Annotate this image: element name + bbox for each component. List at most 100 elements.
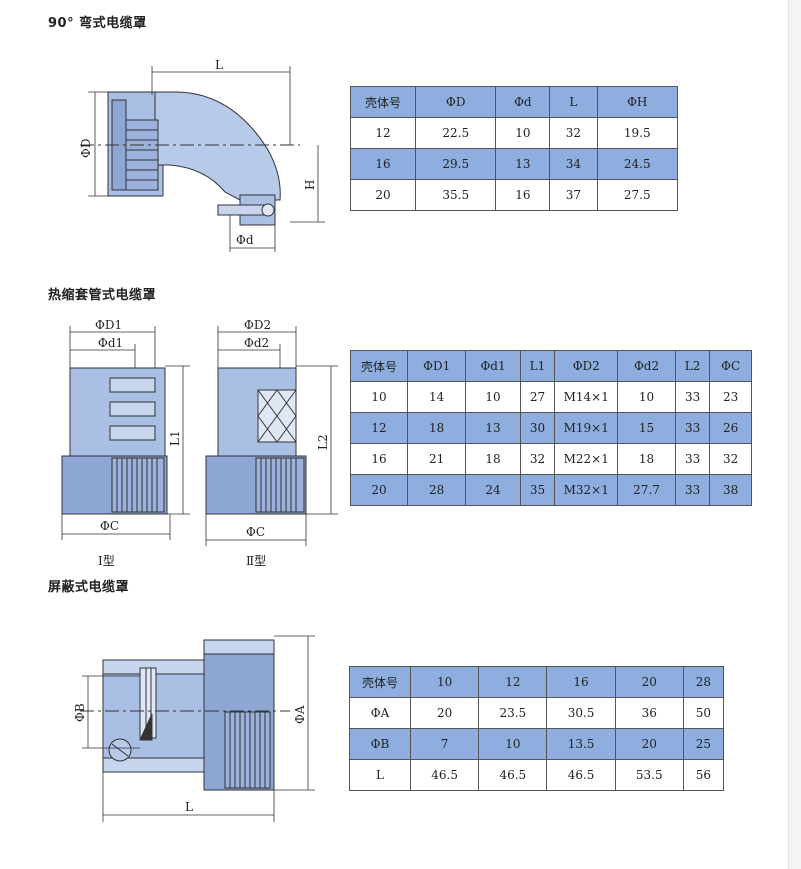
table-cell: 27 [519, 381, 556, 413]
table-cell: M22×1 [554, 443, 619, 475]
table-cell: 12 [350, 117, 416, 149]
elbow-dim-H: H [303, 180, 317, 190]
dim-A: ΦA [293, 705, 307, 724]
table-cell: 16 [546, 666, 616, 698]
table-cell: 33 [674, 412, 711, 444]
table-cell: 46.5 [409, 759, 480, 791]
table-header-cell: L [549, 86, 598, 118]
table-cell: 20 [614, 666, 684, 698]
table-cell: 16 [350, 443, 408, 475]
table-cell: 20 [614, 728, 684, 760]
table-cell: 38 [709, 474, 752, 506]
table-header-cell: ΦD1 [406, 350, 467, 382]
dim-D1: ΦD1 [95, 318, 122, 332]
table-header-cell: 壳体号 [349, 666, 411, 698]
table-cell: 56 [682, 759, 725, 791]
elbow-dim-D: ΦD [79, 139, 93, 158]
table-cell: 10 [465, 381, 521, 413]
table-row: ΦB 7 10 13.5 20 25 [349, 728, 725, 760]
heatshrink-table: 壳体号 ΦD1 Φd1 L1 ΦD2 Φd2 L2 ΦC 10 14 10 27… [350, 350, 752, 506]
table-cell: 50 [682, 697, 725, 729]
table-cell: 19.5 [596, 117, 679, 149]
table-cell: 21 [406, 443, 467, 475]
elbow-table: 壳体号 ΦD Φd L ΦH 12 22.5 10 32 19.5 16 29.… [350, 86, 679, 211]
table-cell: 27.5 [596, 179, 679, 211]
table-cell: M32×1 [554, 474, 619, 506]
table-cell: 15 [617, 412, 676, 444]
table-header-cell: L2 [674, 350, 711, 382]
table-cell: 20 [350, 179, 416, 211]
elbow-dim-d: Φd [236, 233, 254, 247]
table-cell: 18 [617, 443, 676, 475]
dim-D2: ΦD2 [244, 318, 271, 332]
table-cell: 33 [674, 474, 711, 506]
table-cell: 53.5 [614, 759, 684, 791]
table-header-cell: ΦC [709, 350, 752, 382]
table-cell: M19×1 [554, 412, 619, 444]
table-cell: 32 [709, 443, 752, 475]
table-row: 20 28 24 35 M32×1 27.7 33 38 [350, 474, 752, 506]
table-cell: 24.5 [596, 148, 679, 180]
table-cell: 10 [409, 666, 480, 698]
table-cell: 28 [406, 474, 467, 506]
table-cell: 13 [465, 412, 521, 444]
table-row: 20 35.5 16 37 27.5 [350, 179, 679, 211]
table-header-cell: L [349, 759, 411, 791]
table-header-cell: L1 [519, 350, 556, 382]
table-header-cell: ΦH [596, 86, 679, 118]
table-header-cell: Φd1 [465, 350, 521, 382]
table-cell: 23.5 [478, 697, 548, 729]
table-row: L 46.5 46.5 46.5 53.5 56 [349, 759, 725, 791]
table-cell: 13.5 [546, 728, 616, 760]
table-header-cell: ΦA [349, 697, 411, 729]
table-cell: 22.5 [414, 117, 497, 149]
table-cell: 20 [409, 697, 480, 729]
dim-d2: Φd2 [244, 336, 269, 350]
dim-B: ΦB [73, 703, 87, 722]
table-cell: 25 [682, 728, 725, 760]
dim-C2: ΦC [246, 525, 265, 539]
page-edge [788, 0, 801, 869]
table-row: ΦA 20 23.5 30.5 36 50 [349, 697, 725, 729]
table-cell: 28 [682, 666, 725, 698]
dim-d1: Φd1 [98, 336, 123, 350]
table-cell: 16 [350, 148, 416, 180]
table-cell: 23 [709, 381, 752, 413]
elbow-dim-L: L [215, 58, 223, 72]
table-row: 12 18 13 30 M19×1 15 33 26 [350, 412, 752, 444]
table-header-row: 壳体号 ΦD1 Φd1 L1 ΦD2 Φd2 L2 ΦC [350, 350, 752, 382]
table-cell: 29.5 [414, 148, 497, 180]
table-cell: 30 [519, 412, 556, 444]
table-cell: 18 [406, 412, 467, 444]
table-row: 壳体号 10 12 16 20 28 [349, 666, 725, 698]
section-title-elbow: 90° 弯式电缆罩 [48, 16, 147, 31]
caption-type1: Ⅰ型 [98, 554, 115, 568]
table-cell: 46.5 [546, 759, 616, 791]
table-cell: M14×1 [554, 381, 619, 413]
dim-L2: L2 [316, 434, 330, 450]
table-cell: 35 [519, 474, 556, 506]
table-row: 12 22.5 10 32 19.5 [350, 117, 679, 149]
table-cell: 30.5 [546, 697, 616, 729]
section-title-heatshrink: 热缩套管式电缆罩 [48, 288, 157, 303]
table-cell: 20 [350, 474, 408, 506]
dim-L1: L1 [168, 430, 182, 446]
table-cell: 36 [614, 697, 684, 729]
dim-L: L [185, 800, 193, 814]
table-cell: 7 [409, 728, 480, 760]
table-cell: 12 [350, 412, 408, 444]
dim-C1: ΦC [100, 519, 119, 533]
table-cell: 24 [465, 474, 521, 506]
shielded-table: 壳体号 10 12 16 20 28 ΦA 20 23.5 30.5 36 50… [349, 666, 725, 791]
table-cell: 35.5 [414, 179, 497, 211]
table-header-cell: 壳体号 [350, 86, 416, 118]
table-row: 10 14 10 27 M14×1 10 33 23 [350, 381, 752, 413]
table-cell: 33 [674, 443, 711, 475]
table-cell: 16 [495, 179, 551, 211]
table-cell: 46.5 [478, 759, 548, 791]
table-row: 16 29.5 13 34 24.5 [350, 148, 679, 180]
table-cell: 12 [478, 666, 548, 698]
table-row: 16 21 18 32 M22×1 18 33 32 [350, 443, 752, 475]
